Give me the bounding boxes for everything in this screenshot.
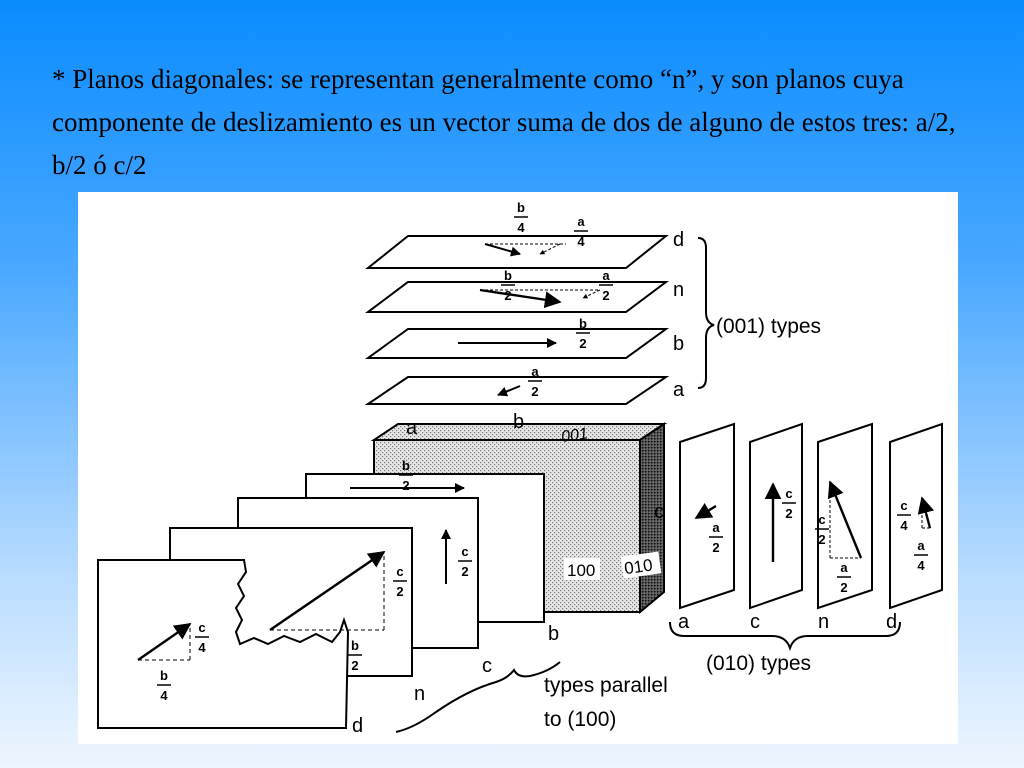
label-plane-b: b xyxy=(673,333,684,355)
brace-100 xyxy=(395,661,561,733)
fraction-c-4-side: c 4 xyxy=(897,498,911,533)
fraction-b-2-b: b 2 xyxy=(576,316,590,351)
svg-text:a: a xyxy=(840,560,848,575)
label-100-types-line2: to (100) xyxy=(544,708,616,731)
face-100-label-bg xyxy=(564,558,600,580)
fraction-b-2-d: b 2 xyxy=(348,638,362,673)
svg-text:b: b xyxy=(402,458,410,473)
label-face-001: 001 xyxy=(560,425,589,446)
svg-text:2: 2 xyxy=(818,532,825,547)
label-plane-a: a xyxy=(673,379,685,401)
svg-text:a: a xyxy=(712,520,720,535)
label-100-types-line1: types parallel xyxy=(544,674,668,697)
svg-text:4: 4 xyxy=(160,688,168,703)
fraction-a-2-side: a 2 xyxy=(709,520,723,555)
fraction-a-2-n-side: a 2 xyxy=(837,560,851,595)
plane-010-n xyxy=(817,422,873,610)
fraction-c-4-d: c 4 xyxy=(195,620,209,655)
svg-text:2: 2 xyxy=(602,288,609,303)
label-side-c: c xyxy=(750,611,760,633)
slide-text: * Planos diagonales: se representan gene… xyxy=(52,64,956,180)
svg-text:2: 2 xyxy=(396,584,403,599)
label-block-c: c xyxy=(654,501,664,523)
svg-text:4: 4 xyxy=(900,518,908,533)
svg-text:2: 2 xyxy=(579,336,586,351)
fraction-c-2-d: c 2 xyxy=(393,564,407,599)
fraction-b-4-d: b 4 xyxy=(157,668,171,703)
svg-text:4: 4 xyxy=(917,558,925,573)
svg-text:b: b xyxy=(351,638,359,653)
fraction-b-4-top: b 4 xyxy=(514,200,528,235)
fraction-a-4-top: a 4 xyxy=(574,214,588,249)
svg-text:b: b xyxy=(579,316,587,331)
fraction-c-2-side: c 2 xyxy=(782,486,796,521)
svg-text:c: c xyxy=(198,620,205,635)
svg-text:b: b xyxy=(504,268,512,283)
label-front-n: n xyxy=(414,683,425,705)
fraction-c-2-front: c 2 xyxy=(458,544,472,579)
label-plane-n: n xyxy=(673,279,684,301)
label-side-n: n xyxy=(818,611,829,633)
label-face-010: 010 xyxy=(623,555,654,578)
svg-text:2: 2 xyxy=(840,580,847,595)
svg-text:4: 4 xyxy=(517,220,525,235)
label-001-types: (001) types xyxy=(716,315,821,338)
svg-text:c: c xyxy=(818,512,825,527)
svg-text:a: a xyxy=(917,538,925,553)
svg-text:2: 2 xyxy=(785,506,792,521)
svg-text:2: 2 xyxy=(351,658,358,673)
label-010-types: (010) types xyxy=(706,652,811,675)
svg-text:a: a xyxy=(577,214,585,229)
plane-100-d xyxy=(97,551,386,729)
svg-text:2: 2 xyxy=(531,384,538,399)
plane-001-d xyxy=(365,235,669,269)
face-010-label-bg xyxy=(620,551,662,579)
plane-010-c xyxy=(749,422,803,610)
label-face-100: 100 xyxy=(567,561,595,580)
brace-010 xyxy=(669,621,901,652)
svg-text:a: a xyxy=(531,364,539,379)
svg-text:2: 2 xyxy=(504,288,511,303)
svg-text:b: b xyxy=(160,668,168,683)
svg-text:b: b xyxy=(517,200,525,215)
fraction-a-2-n: a 2 xyxy=(599,268,613,303)
plane-001-a xyxy=(364,376,670,405)
label-front-d: d xyxy=(352,715,363,737)
svg-text:2: 2 xyxy=(712,540,719,555)
svg-text:2: 2 xyxy=(402,478,409,493)
fraction-a-2-a: a 2 xyxy=(528,364,542,399)
svg-text:c: c xyxy=(785,486,792,501)
label-side-a: a xyxy=(678,611,690,633)
label-side-d: d xyxy=(886,611,897,633)
label-plane-d: d xyxy=(673,229,684,251)
plane-010-d xyxy=(889,422,943,610)
plane-010-a xyxy=(679,422,735,610)
label-front-c: c xyxy=(482,655,492,677)
glide-planes-figure: b 4 a 4 d b 2 a 2 n b 2 b a 2 xyxy=(78,192,958,744)
svg-text:c: c xyxy=(396,564,403,579)
plane-001-n xyxy=(365,281,669,313)
svg-text:4: 4 xyxy=(577,234,585,249)
label-block-b: b xyxy=(513,411,524,433)
svg-text:4: 4 xyxy=(198,640,206,655)
label-block-a: a xyxy=(406,417,418,439)
fraction-b-2-front: b 2 xyxy=(399,458,413,493)
svg-text:2: 2 xyxy=(461,564,468,579)
glide-planes-diagram: b 4 a 4 d b 2 a 2 n b 2 b a 2 xyxy=(97,200,943,737)
svg-text:c: c xyxy=(900,498,907,513)
svg-text:a: a xyxy=(602,268,610,283)
fraction-b-2-n: b 2 xyxy=(501,268,515,303)
fraction-a-4-side: a 4 xyxy=(914,538,928,573)
fraction-c-2-n-side: c 2 xyxy=(815,512,829,547)
brace-001 xyxy=(697,237,715,389)
label-front-b: b xyxy=(548,623,559,645)
svg-text:c: c xyxy=(461,544,468,559)
plane-001-b xyxy=(364,328,670,359)
